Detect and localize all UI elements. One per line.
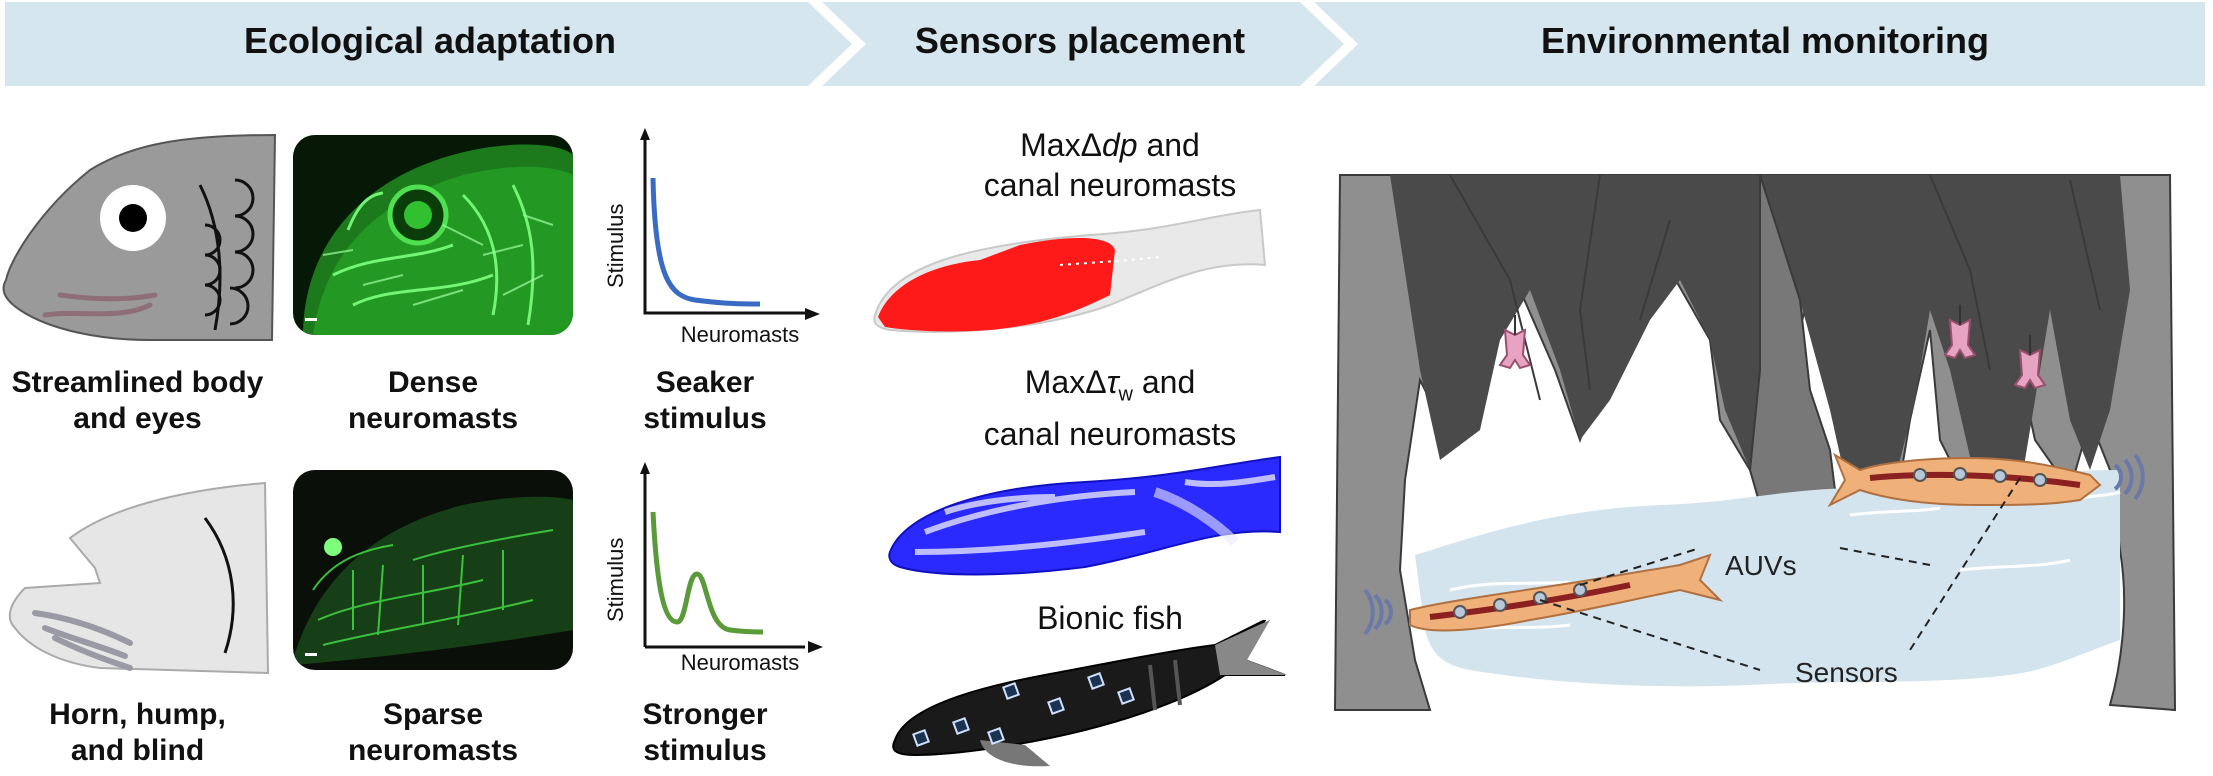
label-seaker-line1: Seaker (655, 366, 755, 399)
label-horn-line1: Horn, hump, (49, 698, 226, 731)
label-dense-line1: Dense (387, 366, 479, 399)
dense-neuromast-render (293, 135, 573, 335)
caption-pressure-placement: MaxΔdp and canal neuromasts (930, 125, 1290, 205)
banner-segment-1 (5, 2, 852, 86)
caption-shear-placement: MaxΔτw and canal neuromasts (930, 362, 1290, 454)
top-plot-axes (643, 133, 765, 315)
label-streamlined-line1: Streamlined body (11, 366, 264, 399)
label-seaker-stimulus: Seaker stimulus (620, 365, 790, 437)
streamlined-fish-head (2, 133, 277, 341)
label-dense-line2: neuromasts (347, 402, 519, 435)
auv-fish-left (1363, 553, 1724, 636)
sensors-label: Sensors (1795, 657, 1898, 688)
label-streamlined-line2: and eyes (73, 402, 202, 435)
sparse-neuromast-image (293, 470, 573, 670)
label-dense-neuromasts: Dense neuromasts (293, 365, 573, 437)
label-stronger-line2: stimulus (643, 734, 767, 767)
auv-fish-right (1827, 452, 2145, 508)
bionic-fish-model (892, 620, 1287, 767)
label-sparse-line1: Sparse (382, 698, 484, 731)
top-plot-x-axis (645, 311, 810, 315)
plot-xlabel-bottom: Neuromasts (680, 650, 800, 675)
sparse-neuromast-render (293, 470, 573, 670)
pressure-region (878, 238, 1115, 332)
caption-shear-line1: MaxΔτw and (1024, 364, 1196, 406)
dense-neuromast-image (293, 135, 573, 335)
auv-label: AUVs (1725, 550, 1797, 581)
plot-ylabel-bottom: Stimulus (603, 538, 628, 622)
top-plot-x-arrow (805, 308, 820, 320)
plot-xlabel-top: Neuromasts (680, 322, 800, 347)
stronger-stimulus-plot: Stimulus (603, 462, 764, 647)
label-horn-hump-blind: Horn, hump, and blind (0, 697, 275, 769)
shear-sensor-model (888, 455, 1281, 576)
banner-chevrons (5, 2, 2205, 86)
label-stronger-stimulus: Stronger stimulus (620, 697, 790, 769)
seaker-stimulus-curve (650, 177, 761, 307)
banner-title-sensors-placement: Sensors placement (914, 20, 1246, 61)
label-seaker-line2: stimulus (643, 402, 767, 435)
label-sparse-line2: neuromasts (347, 734, 519, 767)
bat-right-2 (2013, 335, 2047, 390)
seaker-stimulus-plot: Stimulus (603, 128, 765, 315)
banner-segment-2 (822, 2, 1344, 86)
bionic-sensor-markers (912, 672, 1135, 747)
caption-pressure-line2: canal neuromasts (983, 167, 1237, 203)
caption-shear-line2: canal neuromasts (983, 416, 1237, 453)
auv-leader-lines (1579, 547, 1931, 586)
water (1415, 470, 2120, 687)
cave-scene: AUVs Sensors (1333, 174, 2177, 712)
bottom-plot-x-axis (645, 641, 823, 653)
sensor-leader-lines (1539, 477, 2021, 671)
label-streamlined-body: Streamlined body and eyes (0, 365, 275, 437)
banner-title-environmental-monitoring: Environmental monitoring (1540, 20, 1989, 61)
bat-left (1498, 315, 1532, 370)
caption-pressure-line1: MaxΔdp and (1020, 127, 1200, 163)
blind-fish-head (8, 481, 270, 675)
pressure-sensor-model (873, 208, 1267, 333)
plot-ylabel-top: Stimulus (603, 204, 628, 288)
stronger-stimulus-curve (650, 511, 764, 635)
label-stronger-line1: Stronger (642, 698, 768, 731)
label-sparse-neuromasts: Sparse neuromasts (293, 697, 573, 769)
banner-title-ecological-adaptation: Ecological adaptation (243, 20, 617, 61)
label-horn-line2: and blind (70, 734, 205, 767)
bat-right-1 (1943, 305, 1977, 360)
banner-segment-3 (1314, 2, 2205, 86)
caption-bionic-fish: Bionic fish (1037, 600, 1183, 636)
